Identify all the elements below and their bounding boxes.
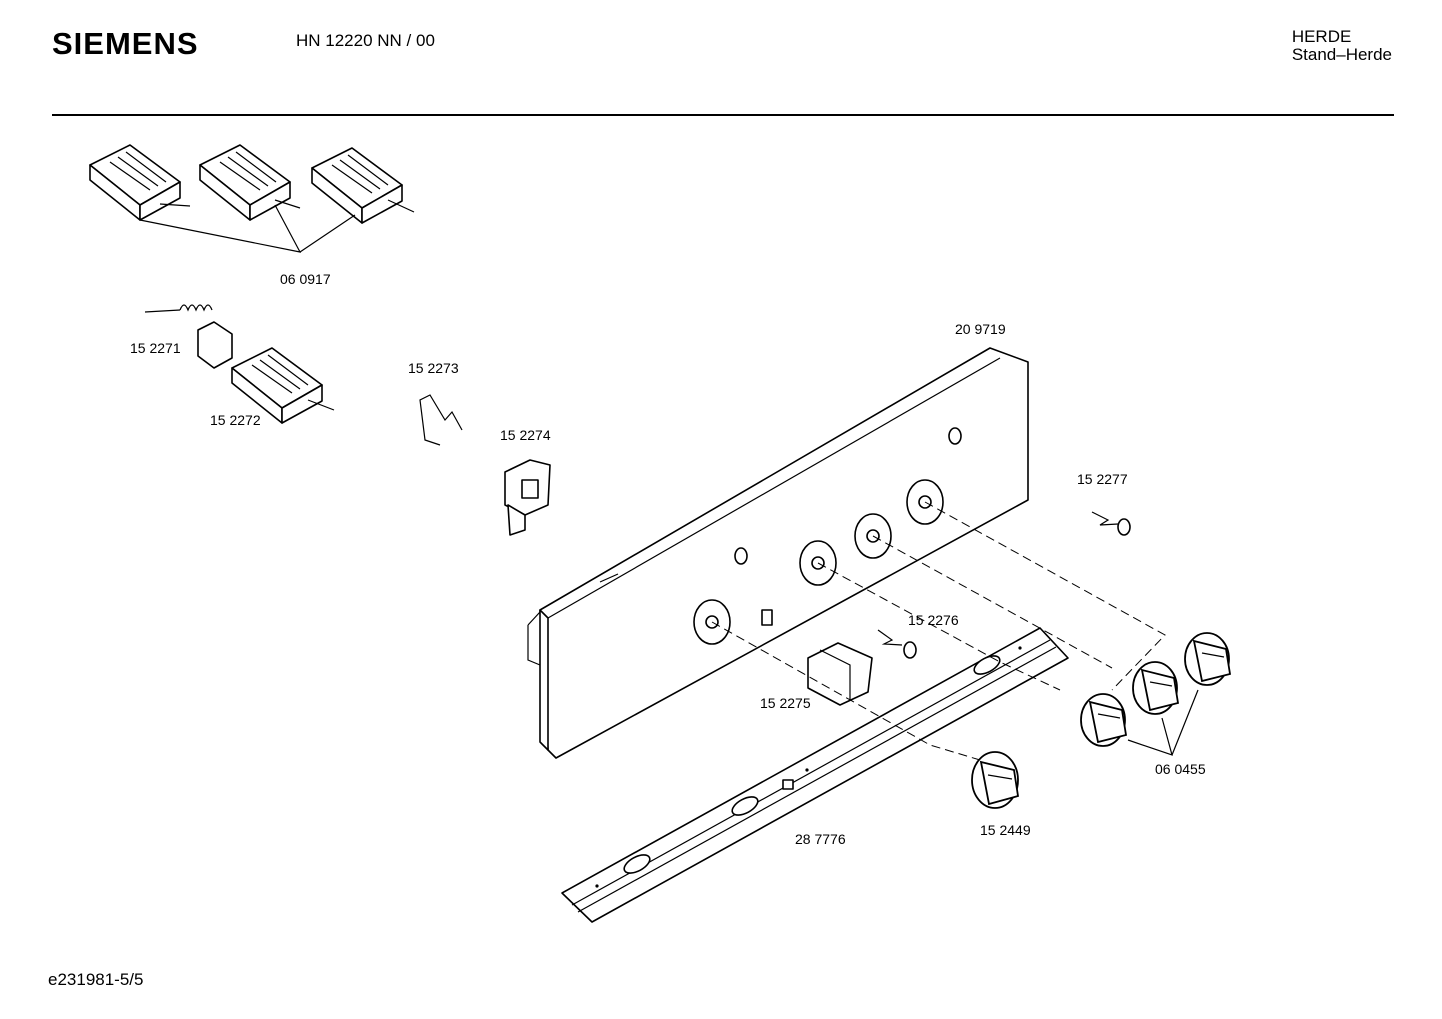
knob-part-060455-c — [1184, 632, 1232, 686]
label-209719: 20 9719 — [955, 321, 1006, 337]
label-152273: 15 2273 — [408, 360, 459, 376]
pin-part-152277 — [1091, 511, 1131, 536]
model-number: HN 12220 NN / 00 — [296, 31, 435, 50]
holder-part-152274 — [504, 459, 551, 536]
label-152449: 15 2449 — [980, 822, 1031, 838]
pin-part-152276 — [877, 629, 917, 659]
label-152276: 15 2276 — [908, 612, 959, 628]
knob-part-060455-a — [1080, 693, 1128, 747]
category-line-1: HERDE — [1291, 27, 1352, 46]
label-060455: 06 0455 — [1155, 761, 1206, 777]
footer-code: e231981-5/5 — [48, 970, 144, 989]
category-label: HERDE Stand–Herde — [1292, 28, 1392, 64]
dash-line-1 — [924, 501, 1166, 691]
label-152277: 15 2277 — [1077, 471, 1128, 487]
switch-part-060917-c — [311, 147, 415, 224]
control-panel-part-209719 — [527, 347, 1029, 759]
brand-logo: SIEMENS — [52, 26, 199, 61]
knob-part-060455-b — [1132, 661, 1180, 715]
clip-part-152273 — [419, 394, 463, 446]
holder-part-152275 — [807, 642, 873, 706]
spring-part-152271 — [144, 304, 233, 369]
label-152272: 15 2272 — [210, 412, 261, 428]
label-287776: 28 7776 — [795, 831, 846, 847]
rail-part-287776 — [561, 627, 1069, 923]
label-152271: 15 2271 — [130, 340, 181, 356]
switch-part-060917-b — [199, 144, 301, 221]
label-152274: 15 2274 — [500, 427, 551, 443]
category-line-2: Stand–Herde — [1291, 45, 1392, 64]
dash-line-4 — [711, 621, 981, 761]
knob-part-152449 — [971, 751, 1020, 809]
label-060917: 06 0917 — [280, 271, 331, 287]
switch-part-152272 — [231, 347, 335, 424]
switch-part-060917-a — [89, 144, 191, 221]
header-rule — [52, 114, 1394, 116]
label-152275: 15 2275 — [760, 695, 811, 711]
leader-060455 — [1127, 689, 1199, 756]
leader-060917 — [139, 204, 356, 253]
dash-line-2 — [872, 535, 1113, 669]
